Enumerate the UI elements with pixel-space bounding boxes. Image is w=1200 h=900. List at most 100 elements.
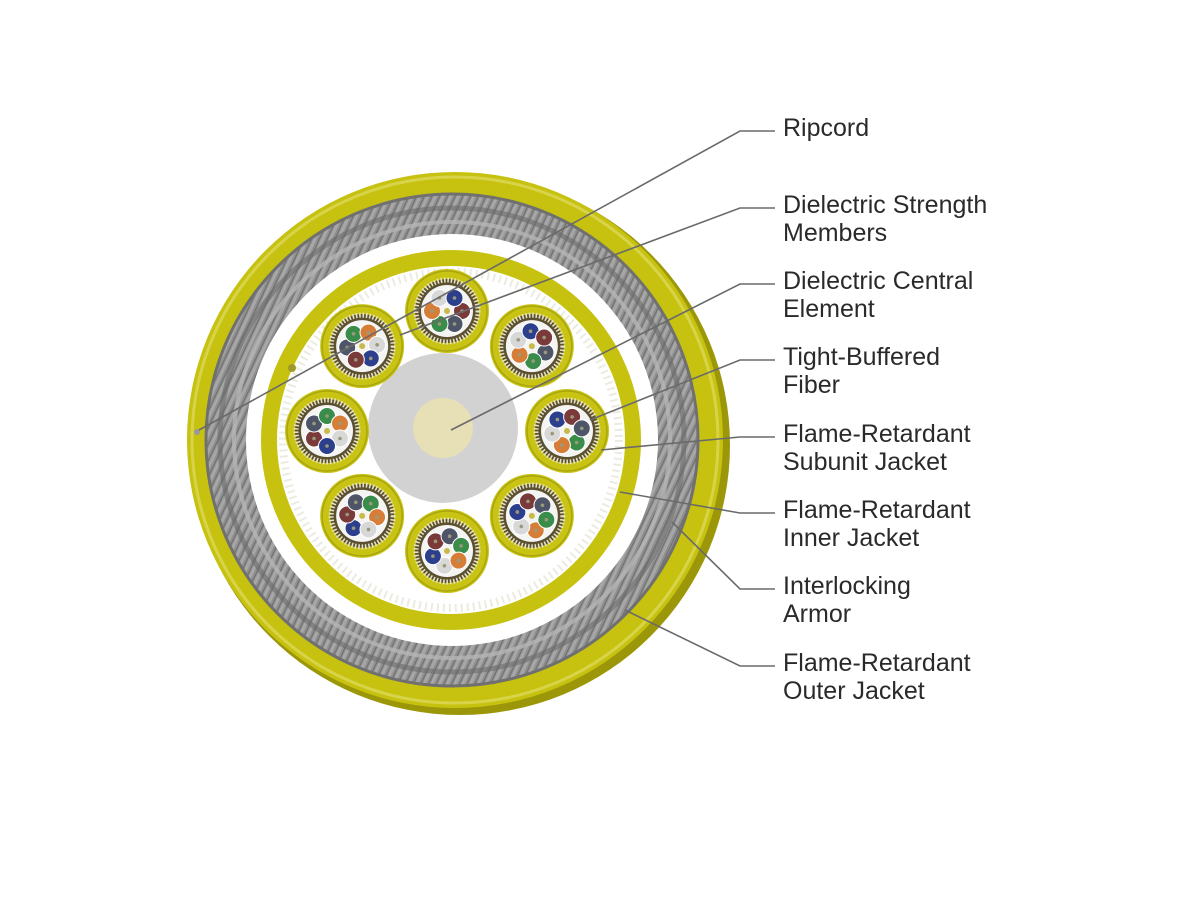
subunit-jacket-edge (491, 305, 573, 387)
leader-line-tight-buffered-fiber (589, 359, 775, 421)
leader-line-subunit-jacket (600, 436, 775, 451)
fiber-core (550, 431, 555, 436)
subunit-jacket-edge (526, 390, 608, 472)
fiber-core (325, 444, 329, 448)
fiber-core (312, 421, 316, 426)
fiber-core (456, 558, 461, 563)
callout-flame-retardant-inner-jacket-line-1: Flame-Retardant (783, 496, 971, 524)
subunit-center-element (444, 548, 450, 554)
callout-flame-retardant-subunit-jacket-line-1: Flame-Retardant (783, 420, 971, 448)
subunit-center-element (528, 512, 535, 519)
fiber-core (345, 512, 350, 517)
subunit-group (285, 269, 609, 593)
subunit-strength-yarn-texture (413, 517, 481, 585)
subunit-strength-yarn-texture (413, 277, 481, 345)
fiber-core (528, 329, 533, 334)
central-element-core (413, 398, 473, 458)
ripcord-bead (288, 364, 296, 372)
subunit-jacket-edge (321, 305, 403, 387)
fiber-core (366, 527, 371, 532)
subunit (405, 509, 489, 593)
outer-jacket-highlight (190, 175, 720, 705)
callout-flame-retardant-outer-jacket-line-1: Flame-Retardant (783, 649, 971, 677)
subunit-jacket-edge (406, 510, 488, 592)
callout-dielectric-strength-members-line-2: Members (783, 219, 888, 247)
fiber-core (555, 417, 560, 422)
fiber-core (517, 352, 522, 357)
subunit (489, 473, 574, 558)
fiber-core (570, 415, 574, 419)
fiber-core (519, 524, 524, 529)
subunit-jacket-edge (406, 270, 488, 352)
fiber-core (338, 436, 342, 441)
callout-tight-buffered-fiber: Tight-Buffered Fiber (783, 343, 1183, 399)
callout-dielectric-strength-members-line-1: Dielectric Strength (783, 191, 988, 219)
fiber-core (338, 421, 342, 426)
fiber-core (531, 359, 535, 363)
subunit-center-element (564, 428, 570, 434)
callout-flame-retardant-subunit-jacket: Flame-Retardant Subunit Jacket (783, 420, 1183, 476)
callout-tight-buffered-fiber-line-2: Fiber (783, 371, 840, 399)
fiber-core (560, 443, 564, 447)
fiber-core (447, 534, 452, 539)
callout-interlocking-armor-line-1: Interlocking (783, 572, 911, 600)
callout-interlocking-armor: Interlocking Armor (783, 572, 1183, 628)
subunit-jacket-edge (491, 475, 573, 557)
subunit-center-element (528, 343, 535, 350)
subunit-strength-yarn-texture (498, 482, 566, 550)
subunit (320, 473, 405, 558)
subunit (405, 269, 489, 353)
subunit-strength-yarn-texture (498, 312, 566, 380)
leader-line-inner-jacket (619, 491, 775, 514)
leader-line-ripcord (198, 130, 775, 431)
leader-lines (198, 130, 775, 667)
subunit-center-element (359, 512, 366, 519)
subunit-jacket-edge (286, 390, 368, 472)
subunit (285, 389, 369, 473)
fiber-core (442, 563, 447, 568)
fiber-core (533, 528, 538, 533)
subunit-center-element (444, 308, 450, 314)
fiber-core (452, 296, 457, 300)
callout-flame-retardant-outer-jacket-line-2: Outer Jacket (783, 677, 925, 705)
fiber-core (574, 440, 579, 445)
ripcord-armor-bead (194, 429, 200, 435)
callout-flame-retardant-outer-jacket: Flame-Retardant Outer Jacket (783, 649, 1183, 705)
subunit (525, 389, 609, 473)
fiber-core (431, 554, 435, 558)
leader-line-dielectric-central-element (450, 283, 775, 431)
fiber-core (459, 544, 463, 548)
callout-flame-retardant-inner-jacket: Flame-Retardant Inner Jacket (783, 496, 1183, 552)
fiber-core (526, 499, 530, 504)
callout-ripcord: Ripcord (783, 114, 1183, 142)
subunit-strength-yarn-texture (293, 397, 361, 465)
callout-dielectric-strength-members: Dielectric Strength Members (783, 191, 1183, 247)
fiber-core (351, 526, 356, 530)
callout-dielectric-central-element: Dielectric Central Element (783, 267, 1183, 323)
subunit (320, 304, 405, 389)
fiber-core (351, 332, 356, 336)
fiber-core (430, 309, 434, 313)
fiber-core (452, 322, 457, 326)
subunit-center-element (359, 343, 366, 350)
armor-ridge-light (232, 220, 672, 660)
leader-line-outer-jacket (624, 609, 775, 667)
armor-outer-edge (204, 192, 700, 688)
callout-interlocking-armor-line-2: Armor (783, 600, 852, 628)
subunit-strength-yarn-texture (328, 482, 396, 550)
fiber-core (542, 335, 546, 340)
fiber-core (312, 436, 316, 441)
fiber-core (375, 515, 379, 519)
leader-line-dielectric-strength-members (399, 207, 775, 336)
subunit-center-element (324, 428, 330, 434)
callout-ripcord-line-1: Ripcord (783, 114, 870, 142)
subunit-strength-yarn-texture (328, 312, 396, 380)
fiber-core (540, 503, 545, 508)
strength-members (279, 268, 623, 612)
fiber-core (543, 350, 548, 355)
fiber-core (366, 330, 371, 335)
fiber-core (433, 539, 438, 544)
callout-tight-buffered-fiber-line-1: Tight-Buffered (783, 343, 941, 371)
fiber-core (516, 338, 521, 342)
